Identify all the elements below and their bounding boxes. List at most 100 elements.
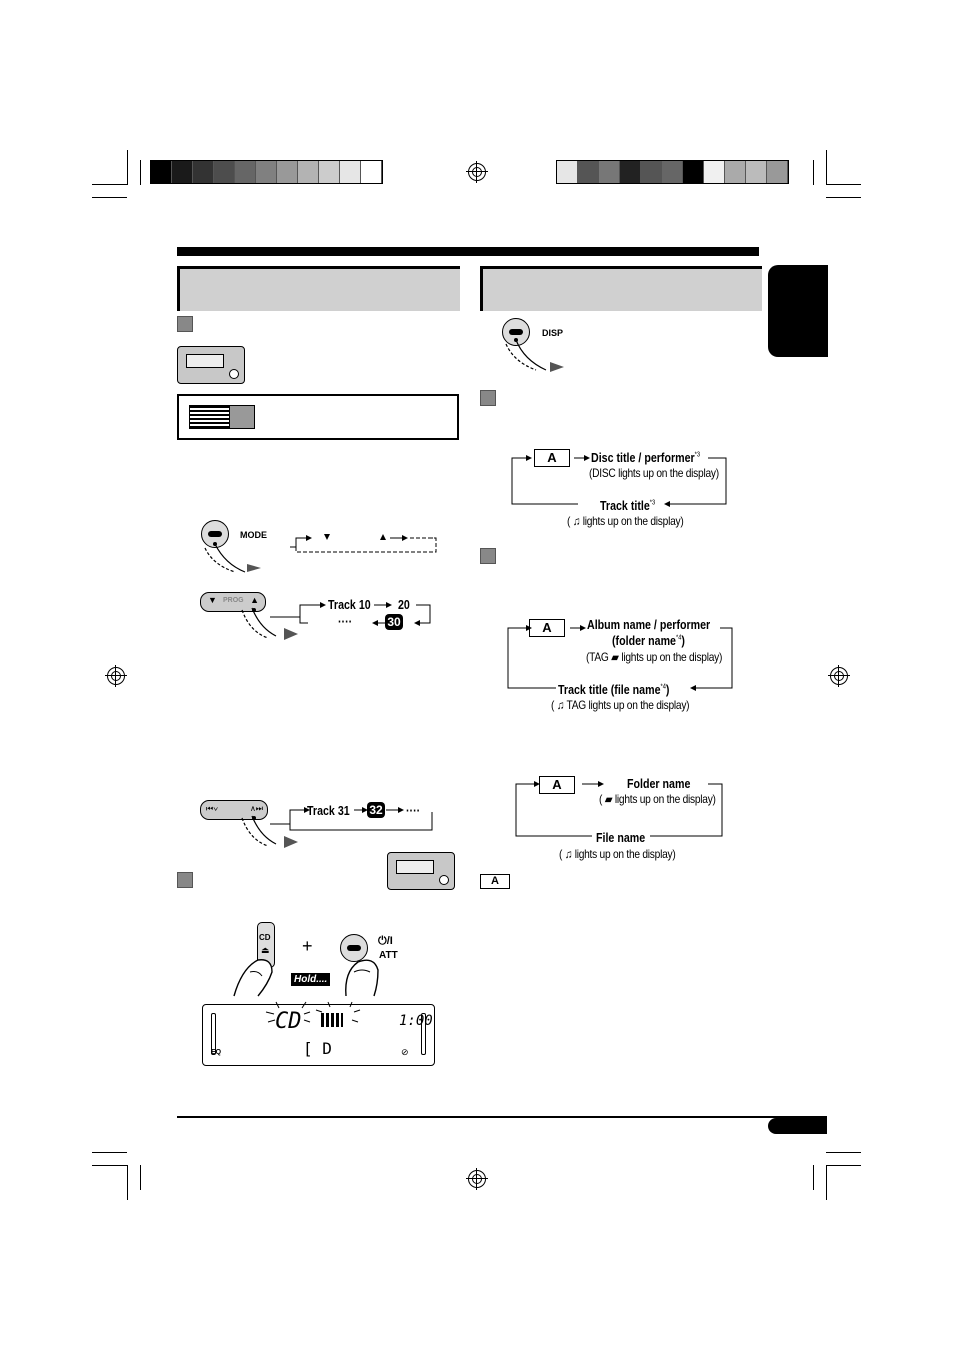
color-swatch xyxy=(214,161,235,183)
legend-a-box: A xyxy=(480,874,510,889)
skip-back-icon: ⏮∨ xyxy=(206,804,219,813)
unit-icon-2 xyxy=(387,852,455,890)
disc-icon xyxy=(189,405,255,429)
mp3-cycle-top2: (folder name*4) xyxy=(612,633,685,648)
mp3-cycle-top: Album name / performer xyxy=(587,617,711,632)
track-seq1-third: 30 xyxy=(385,614,403,630)
lcd-display: CD 1:00 [ D EQ ⊘ xyxy=(202,1004,435,1066)
lcd-eq-icon xyxy=(321,1013,343,1027)
registration-mark-right xyxy=(828,665,850,687)
hold-label: Hold.... xyxy=(291,973,331,986)
color-swatch xyxy=(277,161,298,183)
bottom-rule xyxy=(177,1116,827,1118)
cd-cycle-top-note: (DISC lights up on the display) xyxy=(589,466,719,480)
finger-press-skip xyxy=(241,815,298,848)
folder-cycle-a-box: A xyxy=(539,776,575,794)
lcd-right-bar xyxy=(421,1013,426,1055)
color-swatch xyxy=(172,161,193,183)
color-swatch xyxy=(256,161,277,183)
lcd-eq-label: EQ xyxy=(211,1049,222,1056)
att-label: ATT xyxy=(379,950,398,961)
folder-cycle-bottom: File name xyxy=(596,830,646,845)
track-seq1-first: Track 10 xyxy=(328,597,371,612)
eject-label: CD xyxy=(259,933,271,942)
folder-cycle-bottom-note: ( ♫ lights up on the display) xyxy=(559,847,676,861)
prog-label: PROG xyxy=(223,597,244,604)
color-bar-right xyxy=(556,160,789,184)
color-swatch xyxy=(235,161,256,183)
folder-cycle-top: Folder name xyxy=(627,776,691,791)
color-swatch xyxy=(599,161,620,183)
color-swatch xyxy=(557,161,578,183)
cd-cycle-bottom: Track title*3 xyxy=(600,498,656,513)
power-att-button[interactable] xyxy=(340,934,368,962)
finger-press-disp xyxy=(505,338,564,372)
track-seq1-second: 20 xyxy=(398,597,410,612)
plus-sign: + xyxy=(302,936,313,956)
mp3-cycle-bottom: Track title (file name*4) xyxy=(558,682,670,697)
folder-cycle-lines xyxy=(515,781,723,837)
lcd-time: 1:00 xyxy=(399,1013,433,1029)
color-swatch xyxy=(319,161,340,183)
color-swatch xyxy=(746,161,767,183)
track-seq2-first: Track 31 xyxy=(307,803,350,818)
mp3-cycle-top-note: (TAG ▰ lights up on the display) xyxy=(586,650,723,664)
mode-button[interactable] xyxy=(201,520,229,548)
step-marker-4 xyxy=(480,548,496,564)
step-marker-2 xyxy=(177,872,193,888)
finger-press-mode xyxy=(204,542,261,573)
color-swatch xyxy=(298,161,319,183)
top-rule xyxy=(177,247,759,256)
mode-sequence-arrows xyxy=(290,534,437,553)
mp3-cycle-bottom-note: ( ♫ TAG lights up on the display) xyxy=(551,698,690,712)
mp3-cycle-a-box: A xyxy=(529,619,565,637)
page-number-tab xyxy=(768,1118,827,1134)
disp-label: DISP xyxy=(542,328,564,338)
registration-mark-top xyxy=(466,161,488,183)
color-swatch xyxy=(683,161,704,183)
finger-hold-eject xyxy=(233,959,273,997)
color-bar-left xyxy=(150,160,383,184)
step-marker-3 xyxy=(480,390,496,406)
color-swatch xyxy=(704,161,725,183)
lcd-symbol: ⊘ xyxy=(401,1047,409,1057)
unit-icon xyxy=(177,346,245,384)
color-swatch xyxy=(578,161,599,183)
color-swatch xyxy=(662,161,683,183)
track-seq2-dots: ···· xyxy=(406,803,421,818)
prog-up-icon: ▲ xyxy=(250,595,259,605)
track-seq1-dots: ···· xyxy=(338,614,353,629)
color-swatch xyxy=(620,161,641,183)
lcd-left-bar xyxy=(211,1013,216,1055)
eject-icon: ⏏ xyxy=(261,945,270,955)
color-swatch xyxy=(193,161,214,183)
mode-label: MODE xyxy=(240,530,267,540)
step-marker-1 xyxy=(177,316,193,332)
color-swatch xyxy=(725,161,746,183)
folder-cycle-top-note: ( ▰ lights up on the display) xyxy=(599,792,716,806)
track-sequence-1-lines xyxy=(270,602,431,626)
color-swatch xyxy=(767,161,788,183)
lcd-sub-text: [ D xyxy=(303,1039,332,1058)
language-tab xyxy=(768,265,828,357)
skip-forward-icon: ∧⏭ xyxy=(249,804,263,813)
color-swatch xyxy=(340,161,361,183)
cd-cycle-lines xyxy=(511,455,727,507)
finger-press-prog xyxy=(241,607,298,640)
left-section-header xyxy=(177,266,460,311)
color-swatch xyxy=(361,161,382,183)
track-seq2-second: 32 xyxy=(367,802,385,818)
registration-mark-left xyxy=(105,665,127,687)
lcd-flash-rays xyxy=(265,1001,361,1023)
power-label: ⏻/I xyxy=(378,935,393,947)
lcd-main-text: CD xyxy=(275,1009,302,1034)
prog-down-icon: ▼ xyxy=(208,595,217,605)
skip-rocker-button[interactable]: ⏮∨ ∧⏭ xyxy=(200,800,268,820)
cd-cycle-a-box: A xyxy=(534,449,570,467)
cd-cycle-top: Disc title / performer*3 xyxy=(591,450,701,465)
registration-mark-bottom xyxy=(466,1168,488,1190)
cd-cycle-bottom-note: ( ♫ lights up on the display) xyxy=(567,514,684,528)
track-sequence-2-lines xyxy=(270,807,433,831)
color-swatch xyxy=(641,161,662,183)
prog-rocker-button[interactable]: ▼ PROG ▲ xyxy=(200,592,266,612)
